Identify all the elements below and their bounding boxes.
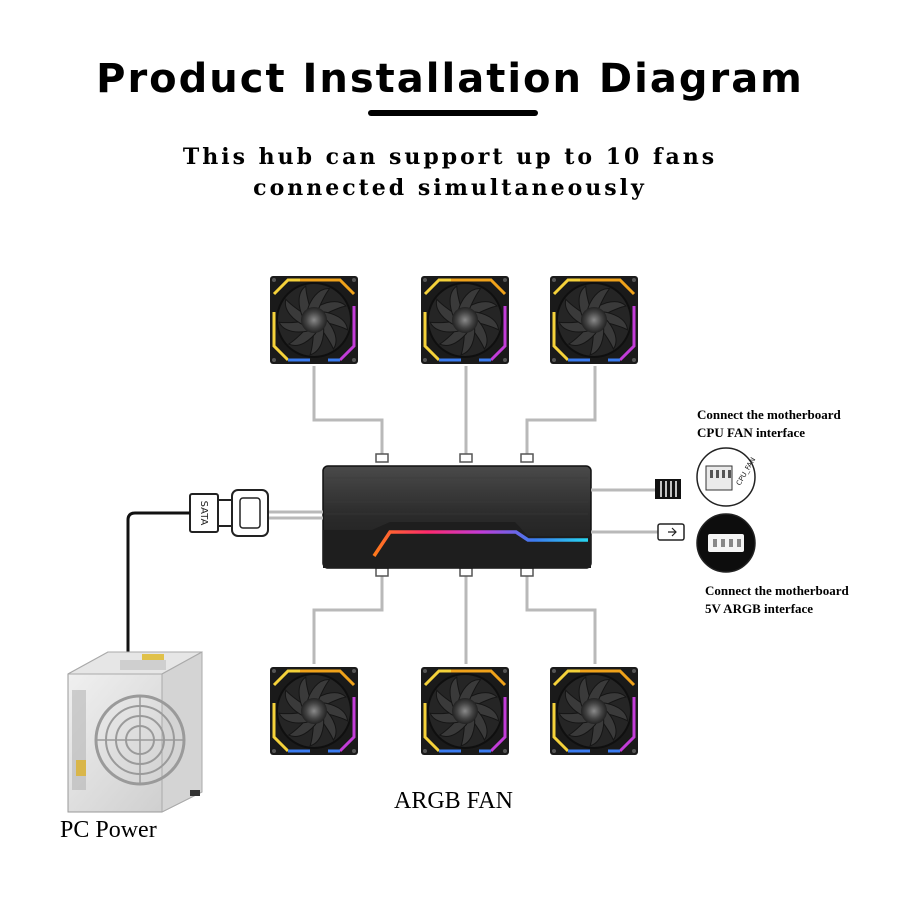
4pin-connector-icon: CPU_FAN <box>591 447 757 507</box>
subtitle: This hub can support up to 10 fans conne… <box>0 142 900 204</box>
fan-label: ARGB FAN <box>394 788 513 814</box>
sata-label: SATA <box>198 501 209 526</box>
argb-label-line-1: Connect the motherboard <box>705 583 849 598</box>
fan-cable-top-right <box>525 366 597 454</box>
argb-fan-icon <box>268 274 360 366</box>
3pin-connector-icon <box>591 513 756 573</box>
cpu-fan-label-line-2: CPU FAN interface <box>697 425 806 440</box>
argb-label: Connect the motherboard 5V ARGB interfac… <box>705 582 849 618</box>
fan-cable-bottom-right <box>525 576 597 664</box>
fan-cable-bottom-left <box>312 576 384 664</box>
power-label: PC Power <box>60 817 157 843</box>
title-underline <box>368 110 538 116</box>
fan-port-bottom-middle <box>459 567 473 577</box>
subtitle-line-1: This hub can support up to 10 fans <box>182 144 718 170</box>
argb-fan-icon <box>548 274 640 366</box>
cpu-fan-label-line-1: Connect the motherboard <box>697 407 841 422</box>
argb-fan-icon <box>268 665 360 757</box>
argb-fan-icon <box>419 665 511 757</box>
fan-port-bottom-left <box>375 567 389 577</box>
fan-cables <box>312 366 597 664</box>
fan-port-bottom-right <box>520 567 534 577</box>
fan-hub-icon <box>322 465 592 569</box>
fan-port-top-middle <box>459 453 473 463</box>
cpu-fan-label: Connect the motherboard CPU FAN interfac… <box>697 406 841 442</box>
power-supply-icon <box>67 651 203 813</box>
fan-port-top-left <box>375 453 389 463</box>
page-title: Product Installation Diagram <box>96 56 804 102</box>
argb-label-line-2: 5V ARGB interface <box>705 601 814 616</box>
sata-connector-icon: SATA <box>126 489 323 665</box>
fan-port-top-right <box>520 453 534 463</box>
subtitle-line-2: connected simultaneously <box>253 175 647 201</box>
fan-cable-top-left <box>312 366 384 454</box>
argb-fan-icon <box>419 274 511 366</box>
argb-fan-icon <box>548 665 640 757</box>
